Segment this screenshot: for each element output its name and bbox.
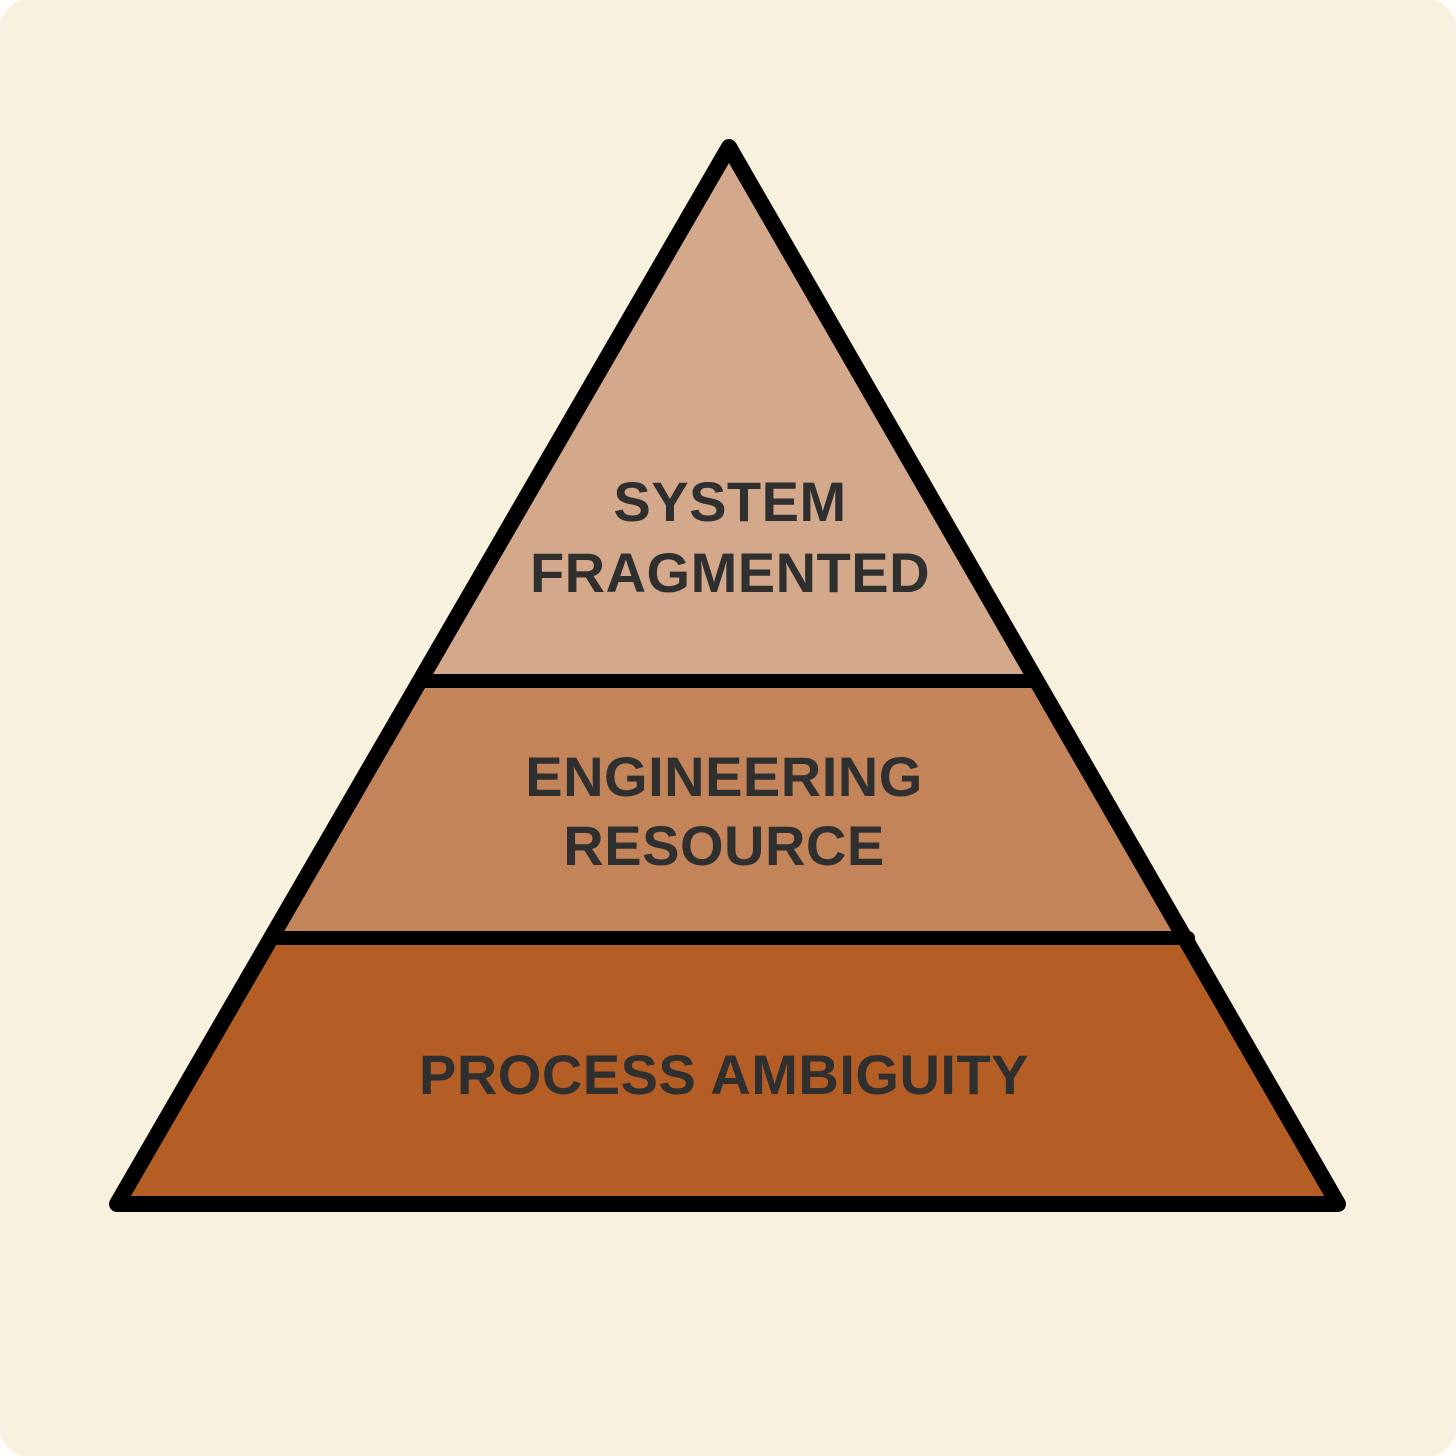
tier-top-label-line-2: FRAGMENTED — [530, 541, 930, 604]
tier-top-shape — [419, 147, 1033, 681]
tier-top-label-line-1: SYSTEM — [613, 470, 846, 533]
tier-middle-label-line-1: ENGINEERING — [525, 745, 923, 808]
tier-bottom-shape — [117, 938, 1338, 1204]
tier-middle-label-line-2: RESOURCE — [563, 814, 884, 877]
tier-middle-shape — [274, 681, 1188, 938]
tier-bottom-label: PROCESS AMBIGUITY — [419, 1043, 1029, 1106]
